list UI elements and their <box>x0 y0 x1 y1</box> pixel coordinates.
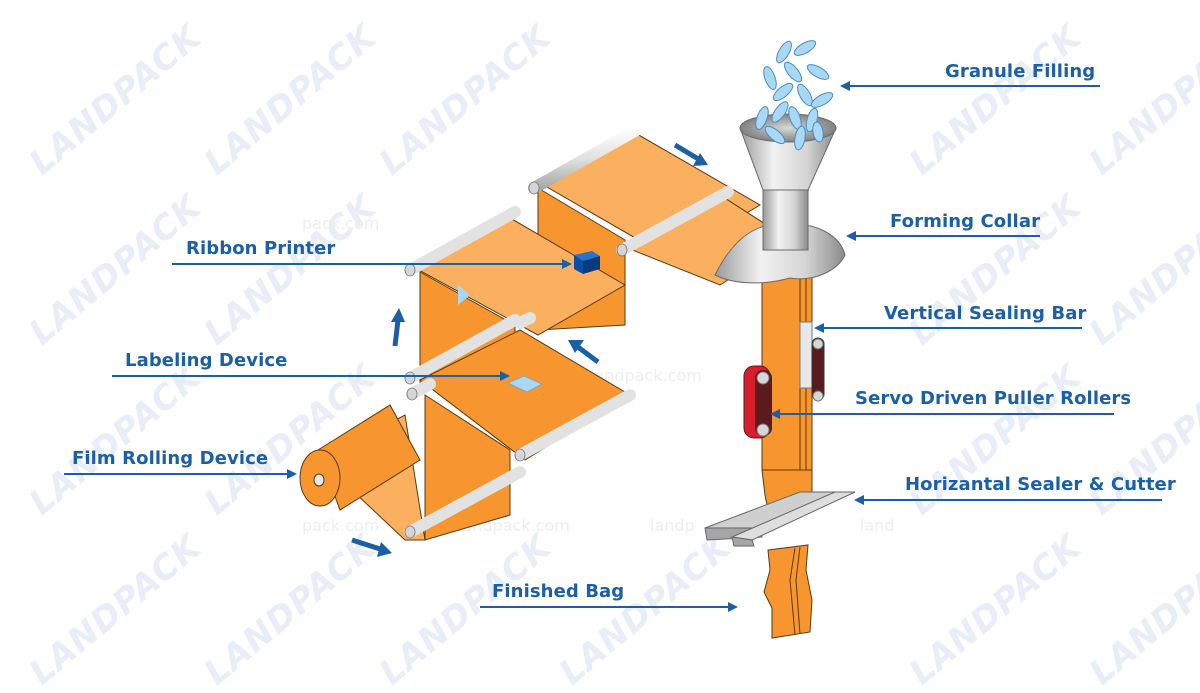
watermark-url: land <box>860 516 895 535</box>
film-roll <box>299 404 421 511</box>
flow-arrows <box>351 142 708 557</box>
watermark-url: landp <box>650 516 695 535</box>
vffs-machine-diagram <box>64 40 1162 639</box>
servo-puller-rollers <box>743 365 772 439</box>
roller <box>514 312 536 329</box>
roller <box>404 206 521 276</box>
label-sticker <box>507 375 543 393</box>
vertical-sealing-bar <box>799 321 825 402</box>
hopper-funnel <box>739 113 837 191</box>
arrow-down-right-icon <box>351 537 392 557</box>
granules <box>755 40 834 151</box>
watermark-url: pack.com <box>302 214 380 233</box>
rollers <box>404 122 734 538</box>
label-horizontal-sealer-cutter: Horizantal Sealer & Cutter <box>905 474 1176 495</box>
label-vertical-sealing-bar: Vertical Sealing Bar <box>884 303 1087 324</box>
roller <box>404 466 526 538</box>
label-ribbon-printer: Ribbon Printer <box>186 238 336 259</box>
label-servo-puller-rollers: Servo Driven Puller Rollers <box>855 388 1132 409</box>
watermark-url: landpack.com <box>590 366 702 385</box>
label-window <box>458 285 470 305</box>
roller <box>616 186 734 256</box>
roller <box>404 314 521 384</box>
label-film-rolling-device: Film Rolling Device <box>72 448 269 469</box>
label-granule-filling: Granule Filling <box>945 61 1096 82</box>
callout-lines <box>64 81 1162 612</box>
label-finished-bag: Finished Bag <box>492 581 625 602</box>
arrow-up-left-icon <box>568 340 600 364</box>
label-forming-collar: Forming Collar <box>890 211 1041 232</box>
roller <box>514 389 636 461</box>
roller <box>528 122 646 194</box>
arrow-down-right-icon <box>673 142 708 166</box>
arrow-up-icon <box>391 308 405 347</box>
horizontal-sealer-cutter <box>704 491 856 547</box>
label-labeling-device: Labeling Device <box>125 350 288 371</box>
forming-collar <box>714 189 846 284</box>
ribbon-printer-block <box>574 251 600 274</box>
watermark-url: pack.com <box>302 516 380 535</box>
finished-bag <box>763 544 813 639</box>
